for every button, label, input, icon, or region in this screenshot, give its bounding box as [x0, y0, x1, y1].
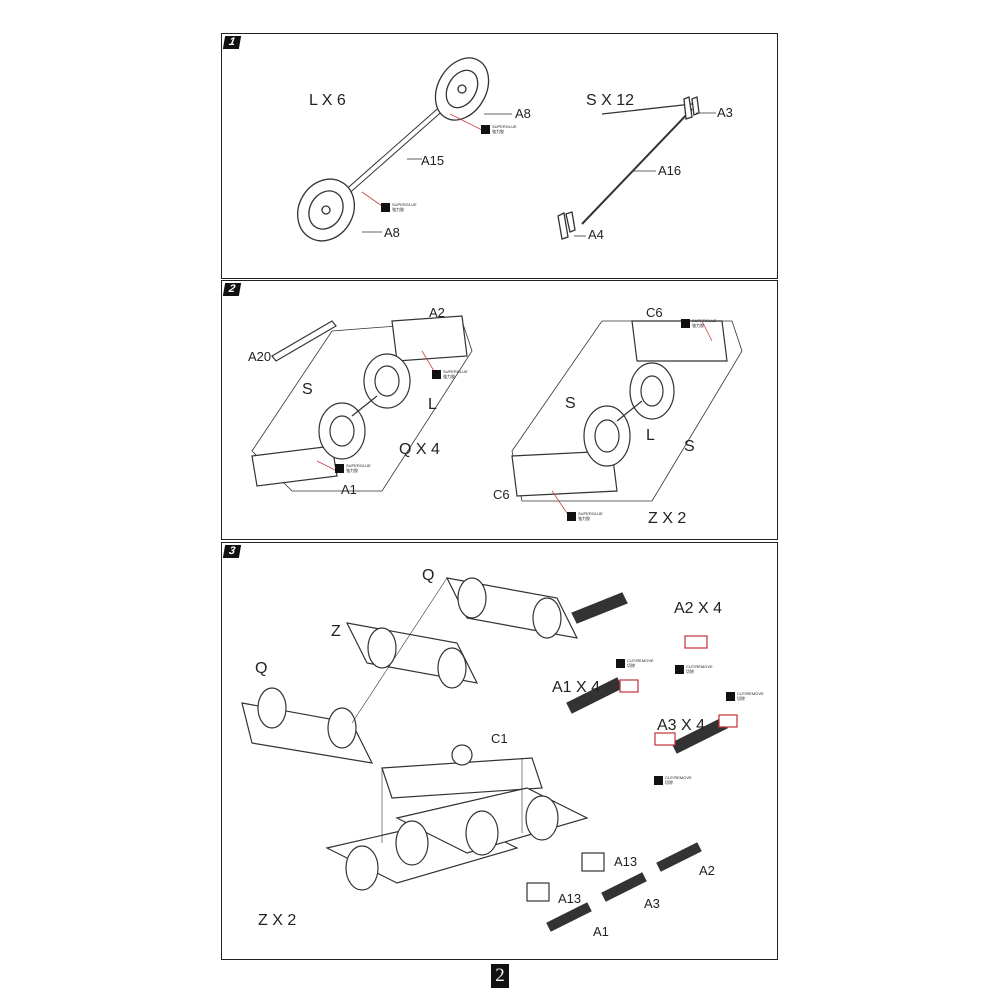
part-label: S	[302, 381, 313, 398]
mark-text: SUPERGLUE	[346, 463, 371, 468]
part-label: S	[565, 395, 576, 412]
mark-text: 強力胶	[692, 323, 704, 328]
step-1-panel: 1 L X 6 A8 A15 A8 S X 12 A3 A16 A4 SUPER…	[221, 33, 778, 279]
mark-text: 切除	[686, 669, 694, 674]
part-label: Z	[331, 623, 341, 640]
superglue-icon	[432, 369, 441, 379]
mark-text: CUT/REMOVE	[737, 691, 764, 696]
quantity-label: L X 6	[309, 92, 346, 109]
mark-text: SUPERGLUE	[692, 318, 717, 323]
part-label: L	[646, 427, 655, 444]
page-number: 2	[491, 964, 509, 988]
cut-icon	[675, 664, 684, 674]
quantity-label: Q X 4	[399, 441, 440, 458]
part-label: A13	[558, 891, 582, 906]
bogie-frame-assembly-drawing	[251, 315, 743, 514]
part-label: A8	[384, 225, 400, 240]
superglue-icon	[567, 511, 576, 521]
part-label: A4	[588, 227, 604, 242]
mark-text: 強力胶	[443, 374, 455, 379]
mark-text: 強力胶	[492, 129, 504, 134]
part-label: A16	[658, 163, 682, 178]
part-label: L	[428, 396, 437, 413]
cut-icon	[726, 691, 735, 701]
mark-text: 切除	[737, 696, 745, 701]
mark-text: 切除	[627, 663, 635, 668]
part-label: Q	[255, 660, 268, 677]
mark-text: CUT/REMOVE	[686, 664, 713, 669]
part-label: A1	[593, 924, 609, 939]
mark-text: SUPERGLUE	[492, 124, 517, 129]
part-label: A3	[644, 896, 660, 911]
part-label: S	[684, 438, 695, 455]
part-label: C6	[493, 487, 510, 502]
superglue-icon	[335, 463, 344, 473]
part-label: Q	[422, 567, 435, 584]
axle-and-brake-rod-drawing	[297, 57, 716, 242]
mark-text: SUPERGLUE	[443, 369, 468, 374]
part-label: C6	[646, 305, 663, 320]
part-label: A8	[515, 106, 531, 121]
quantity-label: A3 X 4	[657, 717, 706, 734]
quantity-label: Z X 2	[258, 912, 297, 929]
bogie-and-suspension-assembly-drawing	[241, 577, 738, 932]
mark-text: CUT/REMOVE	[665, 775, 692, 780]
quantity-label: A2 X 4	[674, 600, 723, 617]
part-label: A13	[614, 854, 638, 869]
quantity-label: S X 12	[586, 92, 635, 109]
step-2-panel: 2 A2 A20 S L Q X 4 A1 C6 S L S C6 Z X 2 …	[221, 280, 778, 540]
part-label: A15	[421, 153, 445, 168]
step-3-panel: 3 Q Z Q A2 X 4 A1 X 4 A3 X 4 C1 A13 A13 …	[221, 542, 778, 960]
mark-text: 強力胶	[346, 468, 358, 473]
part-label: A20	[248, 349, 272, 364]
part-label: A2	[699, 863, 715, 878]
mark-text: CUT/REMOVE	[627, 658, 654, 663]
part-label: A3	[717, 105, 733, 120]
superglue-icon	[681, 318, 690, 328]
part-label: A2	[429, 305, 445, 320]
superglue-icon	[481, 124, 490, 134]
mark-text: 強力胶	[392, 207, 404, 212]
cut-icon	[616, 658, 625, 668]
mark-text: SUPERGLUE	[578, 511, 603, 516]
cut-icon	[654, 775, 663, 785]
mark-text: 強力胶	[578, 516, 590, 521]
part-label: A1	[341, 482, 357, 497]
superglue-icon	[381, 202, 390, 212]
quantity-label: A1 X 4	[552, 679, 601, 696]
mark-text: 切除	[665, 780, 673, 785]
mark-text: SUPERGLUE	[392, 202, 417, 207]
part-label: C1	[491, 731, 508, 746]
quantity-label: Z X 2	[648, 510, 687, 527]
